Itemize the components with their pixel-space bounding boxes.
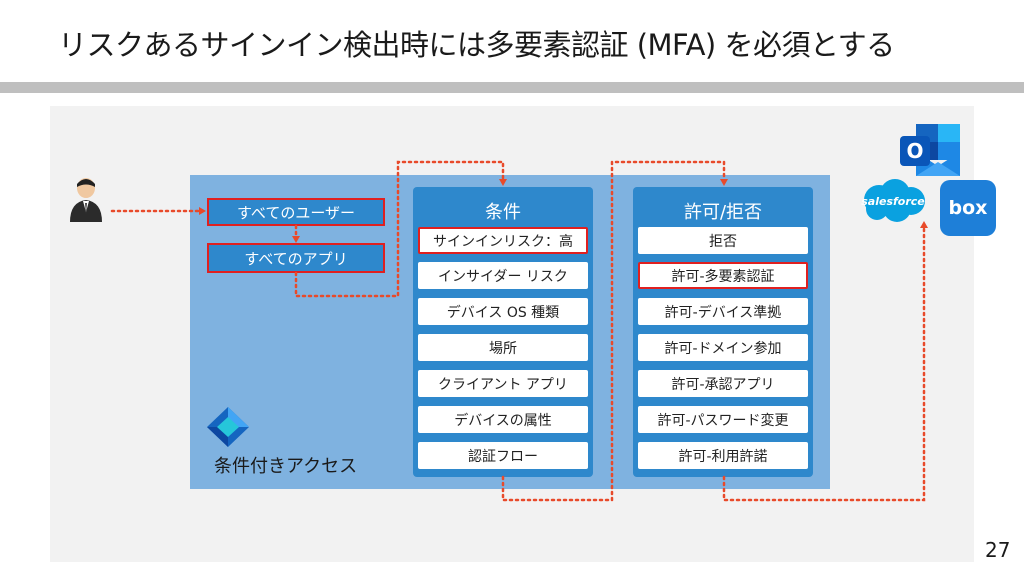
conditions-header: 条件 — [485, 202, 521, 223]
grant-require-mfa[interactable]: 許可-多要素認証 — [638, 262, 808, 289]
salesforce-app-icon: salesforce — [857, 176, 929, 226]
grant-terms-of-use[interactable]: 許可-利用許諾 — [638, 442, 808, 469]
salesforce-wordmark: salesforce — [861, 194, 925, 208]
outlook-app-icon: O — [900, 124, 960, 176]
conditional-access-label: 条件付きアクセス — [214, 456, 358, 477]
apps-to-conditions-connector — [294, 160, 505, 298]
condition-device-attributes[interactable]: デバイスの属性 — [418, 406, 588, 433]
condition-location[interactable]: 場所 — [418, 334, 588, 361]
arrowhead-users — [199, 207, 206, 215]
grant-domain-joined[interactable]: 許可-ドメイン参加 — [638, 334, 808, 361]
box-app-icon: box — [940, 180, 996, 236]
conditional-access-icon — [207, 407, 249, 447]
outlook-letter: O — [906, 139, 923, 163]
arrowhead-cloud-apps — [920, 221, 928, 228]
grant-compliant-device[interactable]: 許可-デバイス準拠 — [638, 298, 808, 325]
arrowhead-grant — [720, 179, 728, 186]
condition-auth-flow[interactable]: 認証フロー — [418, 442, 588, 469]
grant-approved-app[interactable]: 許可-承認アプリ — [638, 370, 808, 397]
grant-header: 許可/拒否 — [683, 202, 763, 223]
grant-block[interactable]: 拒否 — [638, 227, 808, 254]
condition-sign-in-risk-high[interactable]: サインインリスク：高 — [418, 227, 588, 254]
arrowhead-conditions — [499, 179, 507, 186]
slide-title: リスクあるサインイン検出時には多要素認証 (MFA) を必須とする — [58, 28, 895, 62]
arrowhead-apps — [292, 236, 300, 243]
condition-device-os[interactable]: デバイス OS 種類 — [418, 298, 588, 325]
box-wordmark: box — [948, 197, 988, 219]
grant-to-apps-connector — [722, 226, 926, 502]
title-divider — [0, 82, 1024, 93]
conditions-to-grant-connector — [501, 160, 726, 502]
condition-client-apps[interactable]: クライアント アプリ — [418, 370, 588, 397]
grant-password-change[interactable]: 許可-パスワード変更 — [638, 406, 808, 433]
page-number: 27 — [985, 538, 1011, 562]
condition-insider-risk[interactable]: インサイダー リスク — [418, 262, 588, 289]
user-person-icon — [70, 178, 102, 222]
